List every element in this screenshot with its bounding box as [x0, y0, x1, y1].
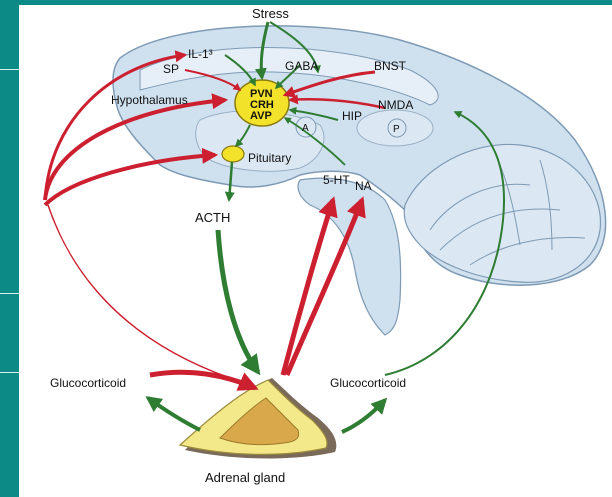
label-adrenal-gland: Adrenal gland [205, 470, 285, 485]
label-a: A [302, 123, 309, 134]
label-stress: Stress [252, 6, 289, 21]
label-hip: HIP [342, 109, 362, 123]
label-bnst: BNST [374, 59, 407, 73]
label-nmda: NMDA [378, 98, 413, 112]
label-il1: IL-1³ [188, 47, 213, 61]
label-glucocorticoid-left: Glucocorticoid [50, 376, 126, 390]
glucocorticoid-left-to-adrenal-arrow [150, 372, 255, 388]
label-sp: SP [163, 62, 179, 76]
label-5ht: 5-HT [323, 173, 350, 187]
adrenal-gland-graphic [180, 378, 336, 459]
label-glucocorticoid-right: Glucocorticoid [330, 376, 406, 390]
label-gaba: GABA [285, 59, 318, 73]
acth-to-adrenal-arrow [218, 230, 258, 372]
label-acth: ACTH [195, 210, 230, 225]
label-p: P [393, 124, 400, 135]
adrenal-to-glucocorticoid-right-arrow [342, 400, 385, 432]
label-na: NA [355, 179, 372, 193]
adrenal-to-glucocorticoid-left-arrow [148, 398, 200, 430]
pituitary-gland [222, 146, 244, 162]
label-pituitary: Pituitary [248, 151, 291, 165]
label-avp: AVP [250, 110, 272, 122]
glucocorticoid-feedback-trunk [48, 205, 230, 378]
label-hypothalamus: Hypothalamus [111, 93, 188, 107]
